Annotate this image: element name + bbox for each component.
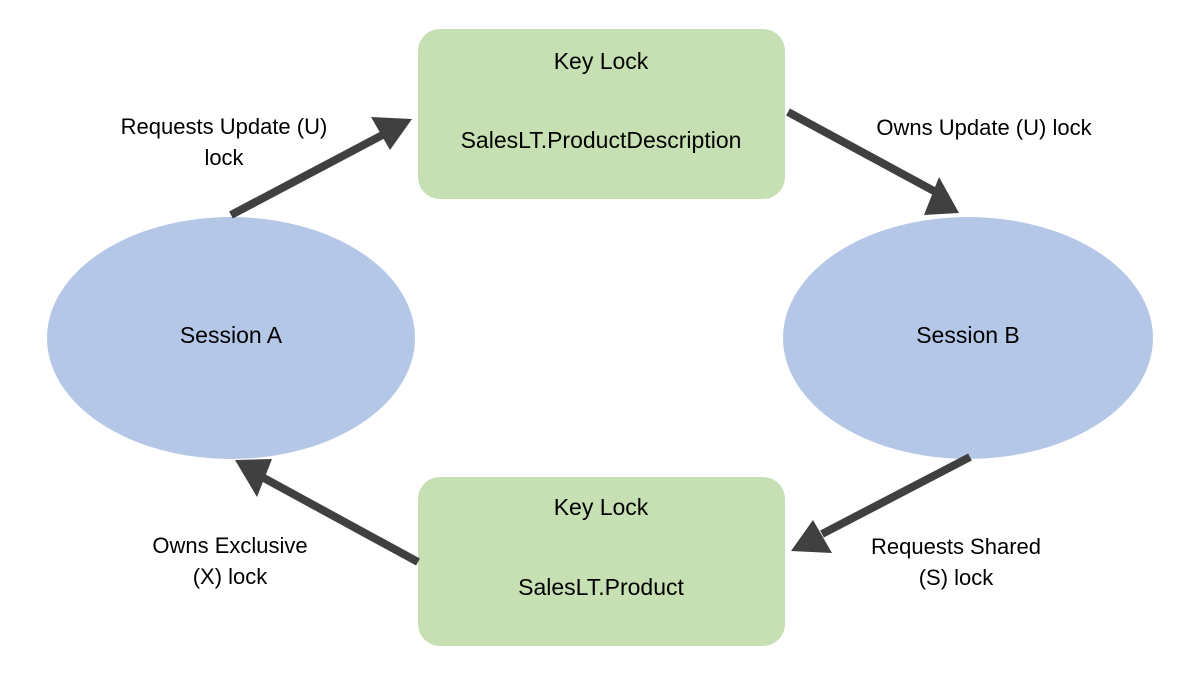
lock-top-subtitle: SalesLT.ProductDescription <box>461 127 742 153</box>
edge-a-owns-exclusive-label-line2: (X) lock <box>193 564 269 589</box>
edge-b-requests-shared: Requests Shared (S) lock <box>791 453 1041 590</box>
lock-top-box-shape <box>418 29 785 199</box>
edge-a-owns-exclusive-arrowhead <box>235 459 272 497</box>
edge-a-owns-exclusive: Owns Exclusive (X) lock <box>152 459 420 589</box>
lock-bottom-box-shape <box>418 477 785 646</box>
session-b-ellipse-shape <box>783 217 1153 459</box>
edge-b-requests-shared-label-line1: Requests Shared <box>871 534 1041 559</box>
session-a-ellipse-shape <box>47 217 415 459</box>
node-lock-bottom[interactable]: Key Lock SalesLT.Product <box>418 477 785 646</box>
node-session-b[interactable]: Session B <box>783 217 1153 459</box>
edge-a-requests-update-label-line2: lock <box>204 145 244 170</box>
edge-a-requests-update-arrowhead <box>371 117 412 150</box>
session-a-label: Session A <box>180 322 283 348</box>
edge-b-requests-shared-line <box>820 453 972 538</box>
node-session-a[interactable]: Session A <box>47 217 415 459</box>
edge-b-requests-shared-label-line2: (S) lock <box>919 565 995 590</box>
edge-a-requests-update-line <box>229 127 392 219</box>
lock-bottom-subtitle: SalesLT.Product <box>518 574 684 600</box>
node-lock-top[interactable]: Key Lock SalesLT.ProductDescription <box>418 29 785 199</box>
edge-a-owns-exclusive-line <box>260 473 420 566</box>
session-b-label: Session B <box>916 322 1020 348</box>
edge-b-owns-update-line <box>786 108 936 195</box>
edge-b-owns-update-label-line1: Owns Update (U) lock <box>876 115 1092 140</box>
edge-b-owns-update: Owns Update (U) lock <box>786 108 1093 215</box>
edge-a-requests-update: Requests Update (U) lock <box>121 114 412 219</box>
lock-top-title: Key Lock <box>554 48 649 74</box>
edge-a-owns-exclusive-label-line1: Owns Exclusive <box>152 533 307 558</box>
lock-bottom-title: Key Lock <box>554 494 649 520</box>
edge-b-owns-update-arrowhead <box>924 177 959 215</box>
edge-a-requests-update-label-line1: Requests Update (U) <box>121 114 328 139</box>
edge-b-requests-shared-arrowhead <box>791 520 832 553</box>
